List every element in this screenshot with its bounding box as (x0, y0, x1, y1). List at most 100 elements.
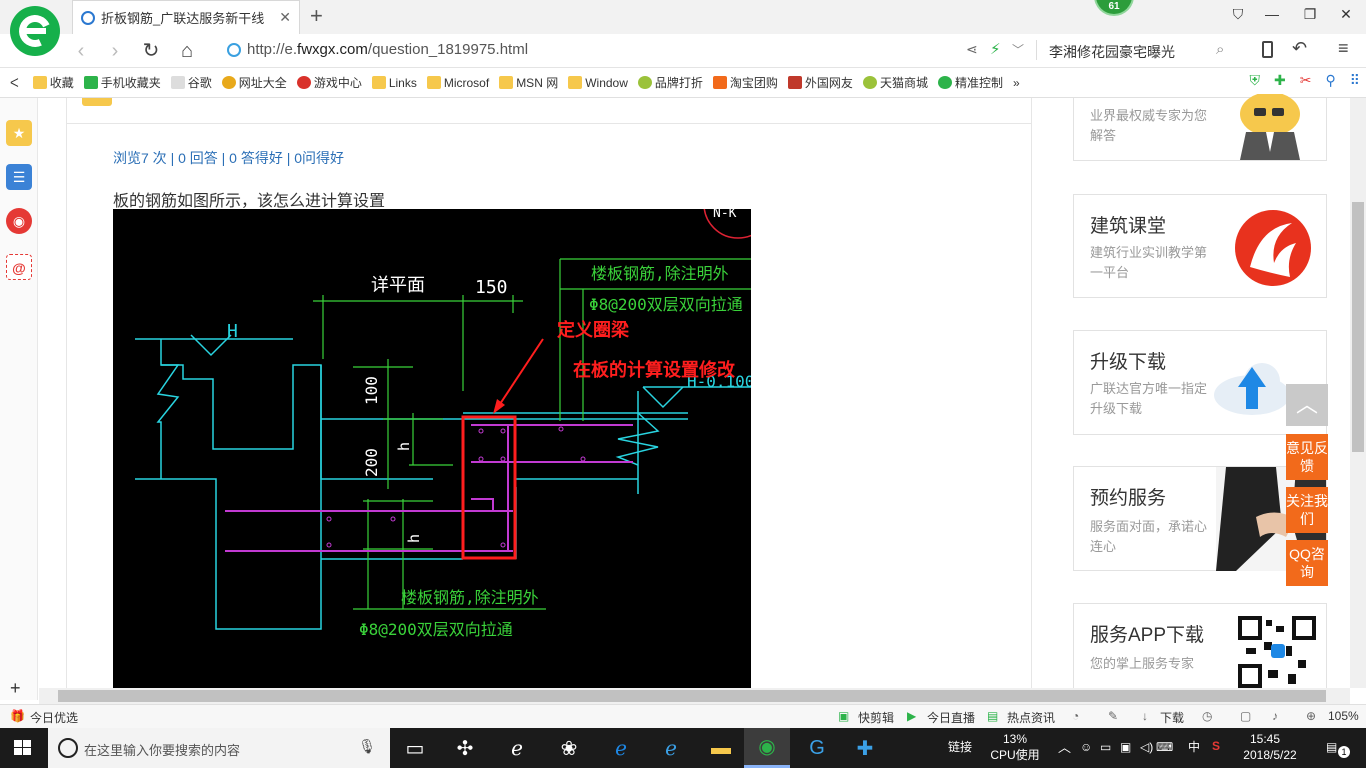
favorite-item[interactable]: 手机收藏夹 (83, 74, 161, 91)
hot-news-link[interactable]: 热点资讯 (1007, 711, 1056, 725)
sidebar-add-icon[interactable]: + (10, 678, 21, 698)
favorite-item[interactable]: Microsof (426, 76, 489, 90)
action-center-icon[interactable]: ▤ (1326, 740, 1338, 754)
plus-app-icon[interactable]: ✚ (856, 737, 874, 760)
sound-icon[interactable]: ♪ (1272, 709, 1278, 723)
ie-app-icon[interactable]: ℯ (665, 737, 677, 760)
quick-clip-link[interactable]: 快剪辑 (858, 711, 895, 725)
restore-icon[interactable]: ❐ (1303, 6, 1317, 22)
email-icon[interactable]: @ (6, 254, 32, 280)
close-window-icon[interactable]: ✕ (1340, 6, 1352, 22)
favorite-item[interactable]: MSN 网 (499, 74, 558, 91)
zoom-level[interactable]: 105% (1328, 709, 1359, 723)
favorite-item[interactable]: 收藏 (32, 74, 74, 91)
wechat-icon (937, 76, 952, 89)
mobile-icon (83, 76, 98, 89)
shield-icon[interactable]: ⛨ (1249, 72, 1261, 88)
share-icon[interactable]: ⋖ (966, 41, 978, 57)
forward-icon[interactable]: › (111, 40, 119, 62)
lightning-icon[interactable]: ⚡ (990, 41, 1001, 58)
download-link[interactable]: 下载 (1160, 711, 1185, 725)
favorite-item[interactable]: 游戏中心 (296, 74, 362, 91)
favorite-item[interactable]: 淘宝团购 (712, 74, 778, 91)
grid-icon[interactable]: ⠿ (1349, 72, 1360, 88)
pinwheel-app-icon[interactable]: ✣ (456, 737, 474, 760)
cad-elevation: H-0.100 (687, 372, 751, 391)
phone-icon[interactable] (1262, 41, 1273, 58)
tools-icon[interactable]: ✎ (1108, 709, 1119, 723)
glodon-app-icon[interactable]: G (809, 736, 825, 759)
chevron-down-icon[interactable]: ﹀ (1012, 43, 1025, 57)
promo-app-download[interactable]: 服务APP下载 您的掌上服务专家 (1073, 603, 1327, 693)
speed-icon[interactable]: ◔ (1072, 709, 1080, 723)
cad-drawing-image[interactable]: N-K (113, 209, 751, 688)
browser-logo-icon[interactable] (10, 6, 60, 56)
tab-title: 折板钢筋_广联达服务新干线 (101, 11, 265, 26)
refresh-icon[interactable]: ↻ (142, 40, 160, 62)
sogou-ime-icon[interactable]: S (1212, 739, 1221, 753)
favorite-item[interactable]: 网址大全 (221, 74, 287, 91)
battery-icon[interactable]: ▭ (1100, 740, 1112, 754)
home-icon[interactable]: ⌂ (180, 40, 194, 62)
promo-expert[interactable]: 业界最权威专家为您解答 (1073, 94, 1327, 161)
browser-e-app-icon[interactable]: ℯ (511, 737, 523, 760)
vertical-scroll-thumb[interactable] (1352, 202, 1364, 452)
back-to-top-button[interactable]: ︿ (1286, 384, 1328, 426)
url-field[interactable]: http://e.fwxgx.com/question_1819975.html (247, 41, 529, 58)
favbar-collapse-icon[interactable]: ᐸ (10, 75, 19, 90)
windows-start-icon[interactable] (14, 740, 32, 756)
menu-icon[interactable]: ≡ (1338, 38, 1349, 58)
keyboard-icon[interactable]: ⌨ (1156, 740, 1174, 754)
back-icon[interactable]: ‹ (77, 40, 85, 62)
translate-icon[interactable]: ✚ (1274, 72, 1286, 88)
cad-labels: 详平面 150 H 100 200 h h 楼板钢筋,除注明外 Φ8@200双层… (227, 264, 751, 639)
horizontal-scroll-thumb[interactable] (58, 690, 1326, 702)
favorite-item[interactable]: 外国网友 (787, 74, 853, 91)
promo-upgrade-download[interactable]: 升级下载 广联达官方唯一指定升级下载 (1073, 330, 1327, 435)
minimize-icon[interactable]: — (1265, 6, 1279, 22)
promo-building-class[interactable]: 建筑课堂 建筑行业实训教学第一平台 (1073, 194, 1327, 298)
magnifier-icon[interactable]: ⚲ (1325, 72, 1336, 88)
task-view-icon[interactable]: ▭ (405, 737, 425, 760)
shirt-icon[interactable]: ⛉ (1232, 6, 1244, 22)
weibo-icon[interactable]: ◉ (6, 208, 32, 234)
favorite-item[interactable]: Window (568, 76, 628, 90)
person-icon[interactable]: ☺ (1080, 740, 1093, 754)
favorites-star-icon[interactable]: ★ (6, 120, 32, 146)
qq-consult-button[interactable]: QQ咨询 (1286, 540, 1328, 586)
live-link[interactable]: 今日直播 (927, 711, 976, 725)
scissors-icon[interactable]: ✂ (1299, 72, 1312, 88)
favbar-more-icon[interactable]: » (1012, 75, 1020, 90)
browser-tab[interactable]: 折板钢筋_广联达服务新干线 ✕ (72, 0, 300, 34)
360-browser-app-icon[interactable]: ◉ (744, 728, 790, 768)
feedback-button[interactable]: 意见反馈 (1286, 434, 1328, 480)
clock-date[interactable]: 2018/5/22 (1243, 748, 1297, 762)
network-icon[interactable]: ▣ (1120, 740, 1132, 754)
new-tab-icon[interactable]: + (310, 3, 323, 28)
favorite-item[interactable]: 天猫商城 (862, 74, 928, 91)
search-icon[interactable]: ⌕ (1216, 41, 1225, 58)
edge-app-icon[interactable]: ℯ (615, 737, 627, 760)
favorite-item[interactable]: 精准控制 (937, 74, 1003, 91)
favorite-item[interactable]: Links (371, 76, 417, 90)
window-icon[interactable]: ▢ (1240, 709, 1252, 723)
undo-icon[interactable]: ↶ (1292, 38, 1308, 58)
volume-icon[interactable]: ◁) (1140, 740, 1154, 754)
swirl-app-icon[interactable]: ❀ (560, 737, 578, 760)
ime-indicator[interactable]: 中 (1188, 740, 1201, 754)
daily-picks-link[interactable]: 今日优选 (30, 711, 79, 725)
tab-close-icon[interactable]: ✕ (279, 9, 291, 25)
reader-icon[interactable]: ☰ (6, 164, 32, 190)
search-input[interactable]: 李湘修花园豪宅曝光 (1049, 44, 1175, 60)
favorite-item[interactable]: 谷歌 (170, 74, 212, 91)
taskbar-search-input[interactable]: 在这里输入你要搜索的内容 🎙 (48, 728, 390, 768)
flame-logo-icon (1235, 210, 1311, 286)
tray-expand-icon[interactable]: ︿ (1058, 740, 1072, 755)
microphone-icon[interactable]: 🎙 (358, 738, 376, 754)
clock-time[interactable]: 15:45 (1249, 732, 1281, 746)
history-icon[interactable]: ◷ (1202, 709, 1213, 723)
favorite-item[interactable]: 品牌打折 (637, 74, 703, 91)
follow-us-button[interactable]: 关注我们 (1286, 487, 1328, 533)
file-explorer-icon[interactable]: ▬ (711, 736, 731, 759)
links-toolbar[interactable]: 链接 (948, 740, 973, 754)
